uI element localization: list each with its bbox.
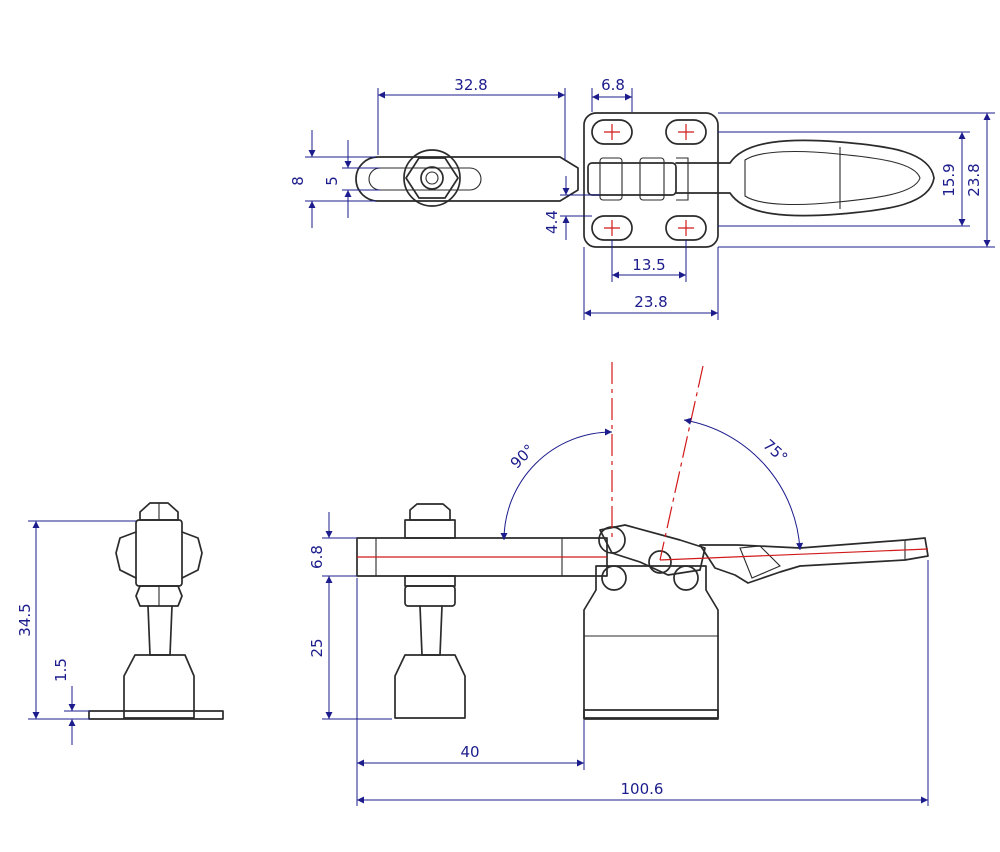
front-arm-right	[181, 531, 203, 579]
top-spindle-washer	[403, 149, 461, 207]
front-bottom-nut	[135, 585, 183, 607]
dim-top-base-width: 23.8	[634, 293, 667, 311]
front-view: 34.5 1.5	[16, 502, 224, 745]
top-handle	[675, 139, 935, 217]
top-hinge-link	[676, 157, 689, 201]
front-clamp-arm	[135, 519, 183, 587]
mounting-slot	[665, 119, 707, 145]
front-arm-left	[115, 531, 137, 579]
top-spindle-bolt	[420, 166, 444, 190]
side-base-body	[583, 565, 719, 719]
front-pressure-pad	[123, 654, 195, 719]
side-washer	[404, 575, 456, 587]
dim-top-height-inner: 15.9	[940, 163, 958, 196]
top-hinge-body	[587, 162, 677, 196]
dim-top-slot-width: 5	[323, 176, 341, 186]
top-base-plate	[583, 112, 719, 248]
dim-top-hole-spacing: 6.8	[601, 76, 625, 94]
side-lower-pin	[601, 565, 627, 591]
side-pressure-pad	[394, 654, 466, 719]
top-hinge-pin	[599, 157, 623, 201]
top-spindle-bolt-core	[425, 171, 439, 185]
top-arm-slot	[355, 156, 579, 202]
dim-side-base-height: 25	[308, 638, 326, 657]
side-bottom-nut	[404, 585, 456, 607]
mounting-slot	[591, 119, 633, 145]
top-hinge-pin	[639, 157, 665, 201]
side-link-pin	[648, 550, 672, 574]
dim-side-overall-length: 100.6	[621, 780, 664, 798]
top-handle-grip	[744, 150, 921, 206]
dim-top-slot-length: 32.8	[454, 76, 487, 94]
front-spindle	[147, 605, 173, 656]
side-view: 90° 75° 6.8 25 40 100.6	[308, 362, 929, 806]
dim-angle-handle: 75°	[759, 436, 791, 467]
dim-side-reach: 40	[460, 743, 479, 761]
top-view: 32.8 6.8 8 5 4.4 13.5 23.8	[289, 76, 995, 320]
side-spindle	[419, 605, 443, 656]
dim-front-foot-thickness: 1.5	[52, 658, 70, 682]
side-base-foot	[583, 709, 719, 720]
top-spindle-nut	[405, 157, 459, 199]
dim-top-handle-width: 8	[289, 176, 307, 186]
dim-top-height-outer: 23.8	[965, 163, 983, 196]
dim-side-bar-height: 6.8	[308, 545, 326, 569]
top-arm-inner-slot	[368, 167, 482, 191]
dim-front-overall-height: 34.5	[16, 603, 34, 636]
slot-centermarks	[604, 124, 694, 236]
dim-top-hole-pitch: 13.5	[632, 256, 665, 274]
side-pivot-pin	[598, 526, 626, 554]
side-linkage	[599, 524, 706, 576]
side-handle	[699, 537, 929, 584]
side-lower-pin	[673, 565, 699, 591]
side-top-nut	[409, 503, 451, 521]
side-top-nut-body	[404, 519, 456, 539]
dim-angle-open: 90°	[507, 441, 539, 473]
front-base-foot	[88, 710, 224, 720]
dim-top-pad-offset: 4.4	[543, 210, 561, 234]
top-mounting-slots	[591, 119, 707, 241]
